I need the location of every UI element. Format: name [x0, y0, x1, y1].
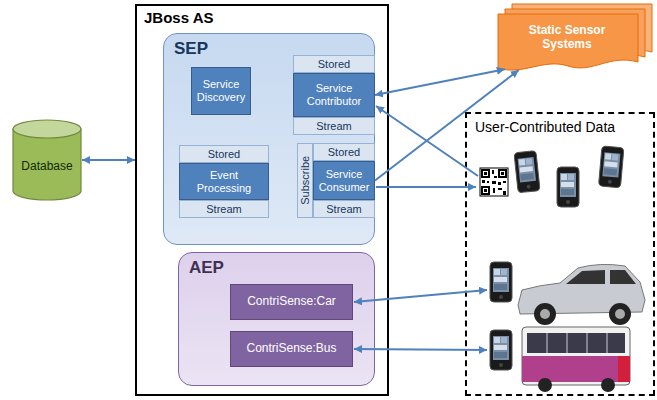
qr-code-part [498, 188, 502, 190]
phone-icons-part [557, 167, 579, 207]
bus-picture-part [522, 327, 630, 385]
qr-code-part [484, 189, 487, 192]
group-title: User-Contributed Data [467, 114, 653, 140]
service-box: Service Discovery [191, 67, 251, 115]
platform-panel: AEP ContriSense:CarContriSense:Bus [178, 252, 375, 386]
node-label: Stored [318, 58, 350, 71]
qr-code-part [501, 172, 504, 175]
qr-code-part [481, 186, 490, 195]
qr-code-part [494, 176, 497, 178]
qr-code-part [498, 182, 501, 185]
car-picture-part [566, 270, 605, 284]
qr-code-part [483, 171, 488, 176]
node-label: Subscribe [299, 156, 312, 205]
car-picture [490, 262, 645, 325]
node-label: Service Contributor [298, 82, 370, 107]
device-arrows-part [354, 290, 487, 302]
service-box: Service Consumer [313, 161, 375, 200]
group-title: JBoss AS [137, 6, 387, 29]
qr-code-part [500, 171, 505, 176]
group-title: AEP [179, 253, 374, 283]
node-label: Service Discovery [196, 78, 246, 103]
car-picture-part [609, 303, 631, 325]
sensor-stack: Static Sensor Systems [497, 3, 653, 75]
car-picture-part [615, 309, 625, 319]
node-label: Stored [328, 146, 360, 159]
store-bar: Stored [313, 143, 375, 161]
node-label: Static Sensor Systems [505, 24, 629, 52]
node-label: Service Consumer [318, 168, 370, 193]
device-arrows [354, 106, 487, 350]
car-picture-part [534, 303, 556, 325]
qr-code-part [492, 181, 496, 184]
data-flow-arrow [82, 159, 135, 161]
store-bar: Stored [179, 145, 269, 163]
subscribe-bar: Subscribe [297, 143, 313, 218]
qr-code [480, 168, 508, 196]
node-label: Database [21, 160, 72, 174]
node-label: ContriSense:Bus [246, 342, 336, 356]
server-container: JBoss ASSEPService DiscoveryStoredServic… [135, 4, 389, 396]
service-box: Event Processing [179, 163, 269, 200]
bus-picture-part [490, 330, 512, 370]
node-label: Event Processing [184, 169, 264, 194]
bus-picture [490, 327, 630, 392]
platform-panel: SEPService DiscoveryStoredService Contri… [163, 33, 375, 245]
bus-picture-part [527, 333, 625, 353]
car-picture-part [540, 309, 550, 319]
document-sheet [498, 14, 638, 70]
qr-code-part [503, 191, 506, 195]
qr-code-part [487, 181, 489, 183]
car-picture-part [490, 262, 512, 302]
device-arrows-part [376, 186, 476, 188]
stream-bar: Stream [293, 117, 375, 135]
qr-code-part [498, 169, 507, 178]
qr-code-part [493, 188, 495, 193]
stream-bar: Stream [313, 200, 375, 218]
phone-icons [514, 146, 624, 207]
phone-icons-part [514, 151, 540, 193]
bus-picture-part [522, 356, 630, 382]
app-box: ContriSense:Bus [230, 331, 353, 367]
qr-code-part [480, 168, 508, 196]
phone-icons-part [599, 146, 624, 188]
cylinder-body [13, 129, 81, 200]
app-box: ContriSense:Car [230, 284, 353, 320]
data-flow-arrow [375, 69, 505, 95]
node-label: Stream [206, 203, 241, 216]
qr-code-part [483, 188, 488, 193]
bus-picture-part [618, 356, 630, 382]
data-flow-arrow [375, 70, 519, 181]
database-cylinder: Database [12, 118, 82, 202]
cylinder-top [13, 120, 81, 138]
bus-picture-part [547, 333, 607, 353]
node-label: ContriSense:Car [247, 295, 336, 309]
service-box: Service Contributor [293, 73, 375, 117]
bus-picture-part [601, 378, 615, 392]
car-picture-part [610, 270, 636, 284]
qr-code-part [484, 172, 487, 175]
qr-code-part [481, 169, 490, 178]
node-label: Stream [326, 203, 361, 216]
qr-code-part [492, 170, 494, 174]
stream-bar: Stream [179, 200, 269, 218]
bus-picture-part [538, 378, 552, 392]
node-label: Stored [208, 148, 240, 161]
store-bar: Stored [293, 55, 375, 73]
qr-code-part [482, 180, 485, 183]
qr-code-part [503, 181, 506, 183]
device-arrows-part [354, 349, 487, 350]
node-label: Stream [316, 120, 351, 133]
